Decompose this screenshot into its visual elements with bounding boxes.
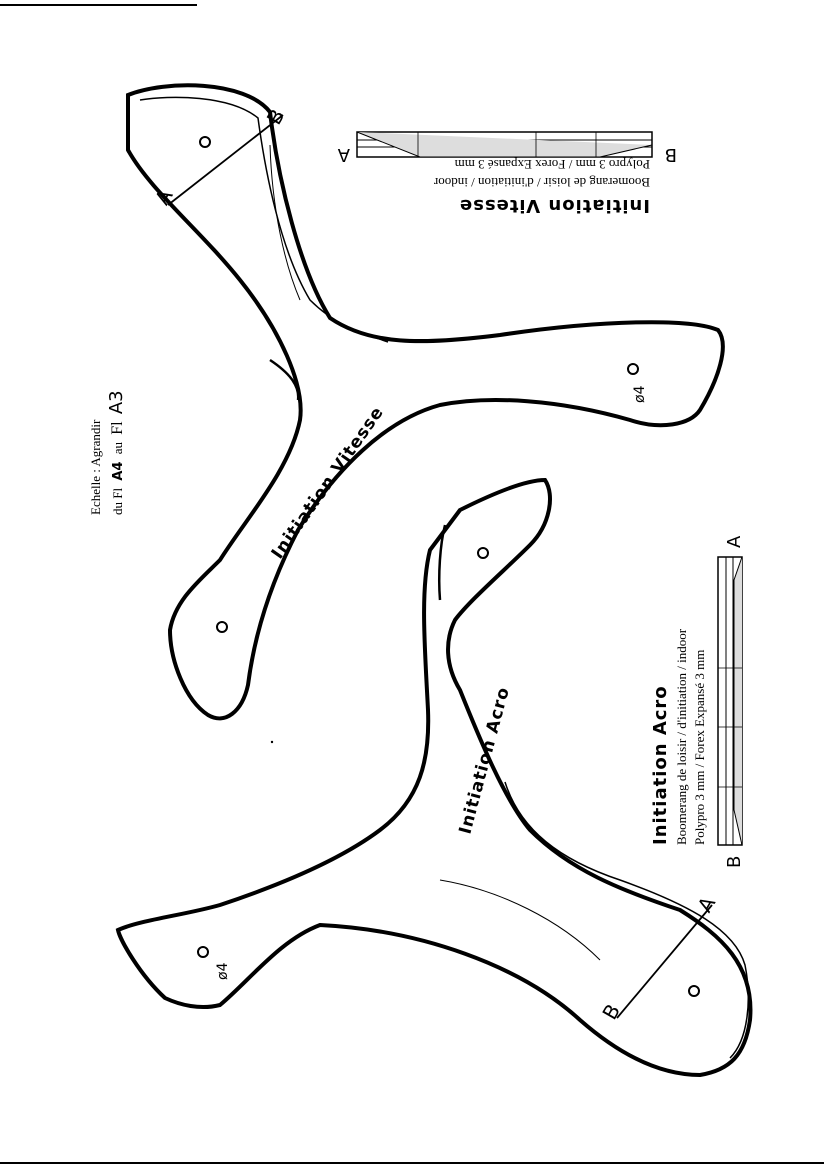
vitesse-bevel-inner: [269, 144, 301, 301]
scale-note-line2: du Fl A4 au Fl A3: [106, 390, 127, 515]
vitesse-section-profile: [356, 131, 653, 158]
ink-speck: [270, 740, 274, 744]
vitesse-section-outline: [356, 131, 653, 158]
acro-outline: [115, 477, 753, 1078]
vitesse-card-line1: Boomerang de loisir / d'initiation / ind…: [433, 175, 650, 190]
acro-bevel-line: [504, 781, 749, 1059]
acro-info-card: Initiation Acro Boomerang de loisir / d'…: [650, 628, 707, 845]
acro-cross-section: A B: [717, 535, 745, 868]
acro-cross-b-label: B: [724, 856, 745, 868]
vitesse-hole-label: ø4: [632, 385, 648, 403]
acro-bevel-inner: [439, 879, 601, 961]
scale-note-prefix: du Fl: [110, 488, 125, 515]
scale-note-from-format: A4: [111, 462, 126, 481]
vitesse-cross-a-label: A: [337, 144, 350, 165]
acro-hole-1: [477, 547, 489, 559]
scale-note-to-word: Fl: [109, 421, 126, 435]
acro-section-line: [616, 904, 713, 1019]
acro-section-layers: [725, 557, 734, 845]
scale-note-to-format: A3: [106, 390, 127, 414]
acro-card-line1: Boomerang de loisir / d'initiation / ind…: [674, 628, 689, 845]
vitesse-boomerang-name: Initiation Vitesse: [268, 403, 388, 563]
vitesse-card-title: Initiation Vitesse: [459, 195, 650, 216]
scale-note-middle: au: [110, 442, 125, 455]
vitesse-hole-3: [627, 363, 639, 375]
acro-edge-shadow: [437, 524, 447, 601]
vitesse-card-line2: Polypro 3 mm / Forex Expansé 3 mm: [455, 157, 650, 172]
scale-note: Echelle : Agrandir du Fl A4 au Fl A3: [88, 390, 127, 515]
vitesse-edge-shadow: [269, 358, 300, 401]
acro-hole-2: [688, 985, 700, 997]
acro-section-a-label: A: [693, 892, 721, 916]
acro-card-line2: Polypro 3 mm / Forex Expansé 3 mm: [692, 650, 707, 845]
vitesse-info-card: Initiation Vitesse Boomerang de loisir /…: [433, 157, 650, 216]
acro-cross-a-label: A: [724, 535, 745, 548]
acro-hole-label: ø4: [215, 962, 231, 980]
acro-card-title: Initiation Acro: [650, 685, 671, 845]
acro-hole-3: [197, 946, 209, 958]
vitesse-section-line: [167, 114, 284, 206]
acro-section-b-label: B: [597, 1000, 625, 1024]
vitesse-hole-2: [216, 621, 228, 633]
acro-boomerang-name: Initiation Acro: [456, 685, 515, 837]
scale-note-line1: Echelle : Agrandir: [88, 419, 103, 515]
boomerang-acro: A B ø4 Initiation Acro: [115, 477, 753, 1078]
vitesse-cross-b-label: B: [665, 144, 677, 165]
vitesse-bevel-line: [139, 96, 389, 343]
vitesse-cross-section: A B: [337, 131, 677, 165]
acro-section-profile: [733, 556, 743, 846]
vitesse-section-b-label: B: [262, 105, 290, 129]
vitesse-hole-1: [199, 136, 211, 148]
